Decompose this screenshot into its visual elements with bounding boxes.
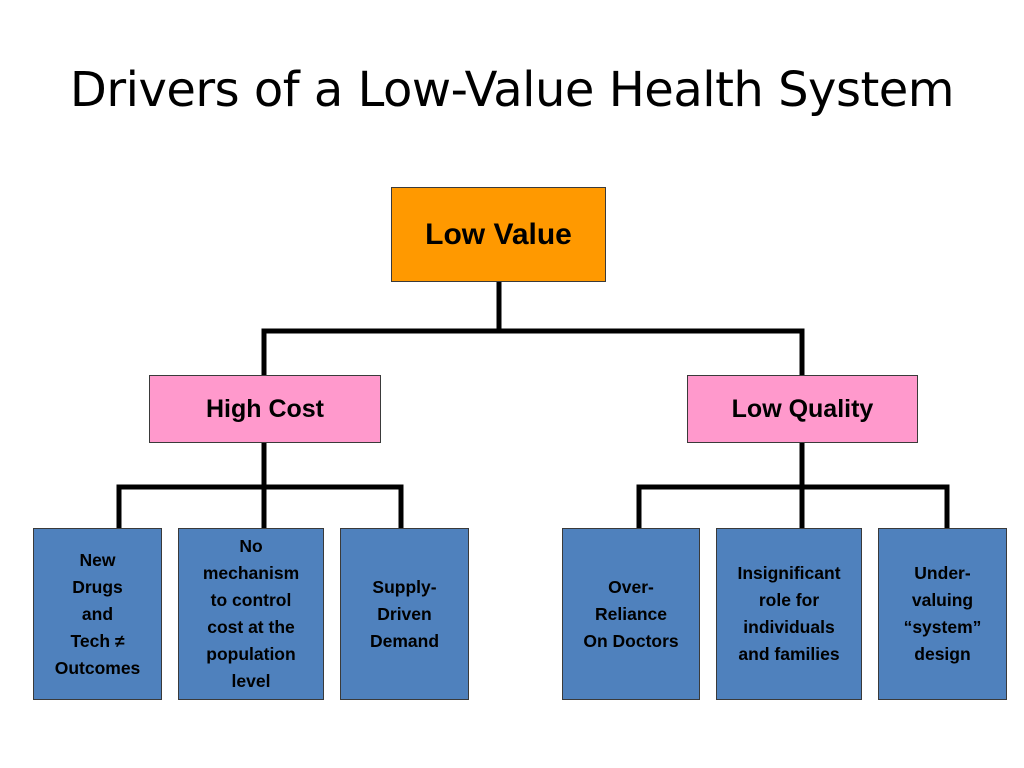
node-over-reliance-on-doctors-label: Over- Reliance On Doctors xyxy=(583,576,679,651)
node-over-reliance-on-doctors: Over- Reliance On Doctors xyxy=(562,528,700,700)
node-no-cost-control-mechanism: No mechanism to control cost at the popu… xyxy=(178,528,324,700)
node-undervaluing-system-design-label: Under- valuing “system” design xyxy=(903,563,982,664)
node-high-cost-label: High Cost xyxy=(205,394,325,423)
node-no-cost-control-mechanism-label: No mechanism to control cost at the popu… xyxy=(202,536,300,691)
slide-title: Drivers of a Low-Value Health System xyxy=(69,62,955,118)
node-low-quality-label: Low Quality xyxy=(731,394,874,423)
node-high-cost: High Cost xyxy=(149,375,381,443)
node-low-value: Low Value xyxy=(391,187,606,282)
node-low-quality: Low Quality xyxy=(687,375,918,443)
node-low-value-label: Low Value xyxy=(425,217,572,251)
node-new-drugs-and-tech: New Drugs and Tech ≠ Outcomes xyxy=(33,528,162,700)
node-undervaluing-system-design: Under- valuing “system” design xyxy=(878,528,1007,700)
node-supply-driven-demand-label: Supply- Driven Demand xyxy=(369,576,440,651)
node-insignificant-role-label: Insignificant role for individuals and f… xyxy=(737,563,841,664)
node-new-drugs-and-tech-label: New Drugs and Tech ≠ Outcomes xyxy=(54,549,141,678)
node-supply-driven-demand: Supply- Driven Demand xyxy=(340,528,469,700)
node-insignificant-role: Insignificant role for individuals and f… xyxy=(716,528,862,700)
